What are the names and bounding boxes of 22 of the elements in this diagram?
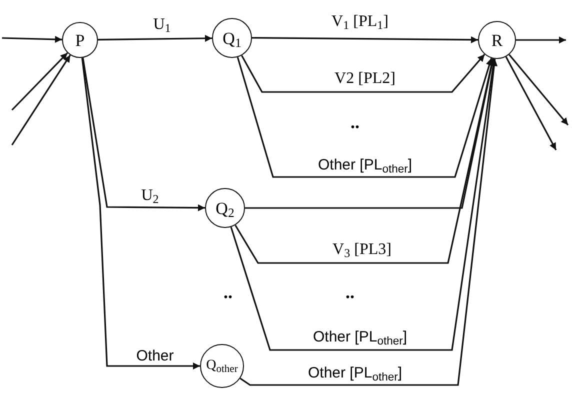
edge-label: Other [134,348,176,364]
arrow [236,56,493,178]
arrow [98,34,212,42]
arrow [11,52,68,111]
arrow [234,58,495,264]
edge-label: U$_{2}$ [139,188,161,204]
arrow [508,54,569,126]
arrow [505,56,557,150]
edge-label: V$_{1}$ [PL$_{1}$] [330,14,390,30]
edge-label: V2 [PL2] [332,71,398,87]
arrow [81,58,200,370]
arrow [516,36,566,44]
arrow [241,54,486,93]
edge-label: V$_{3}$ [PL3] [330,242,394,258]
ellipsis-mark: .. [224,283,232,301]
arrow [2,36,62,43]
arrow [11,54,71,146]
arrow [252,36,478,44]
ellipsis-mark: .. [346,283,354,301]
edge-label: U$_{1}$ [151,17,173,33]
arrow [82,58,205,212]
ellipsis-mark: .. [350,113,360,131]
